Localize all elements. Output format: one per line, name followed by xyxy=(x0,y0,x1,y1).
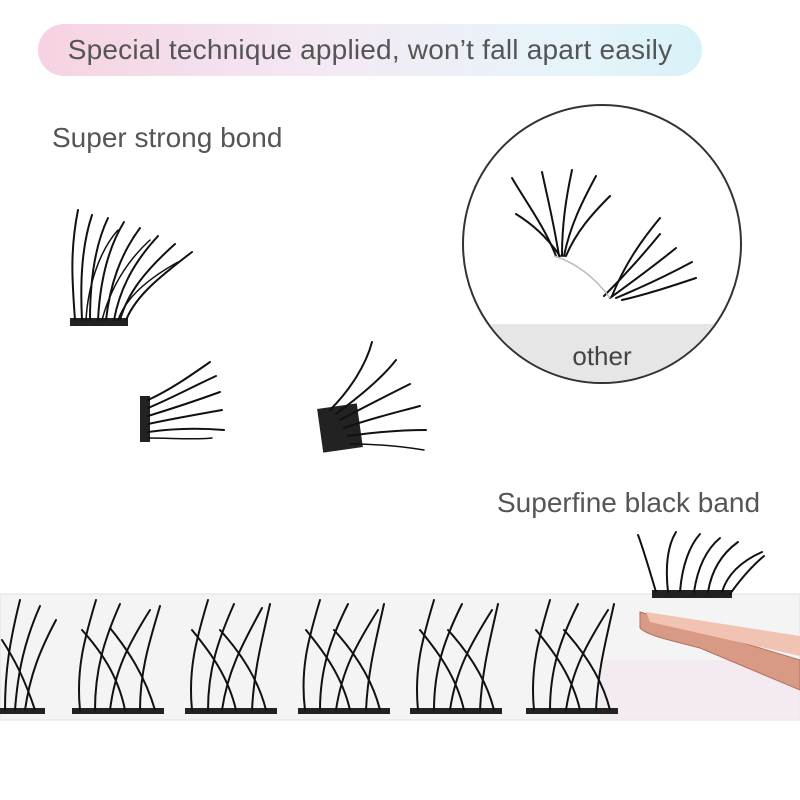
lash-tray-clusters xyxy=(0,599,618,714)
headline-text: Special technique applied, won’t fall ap… xyxy=(67,34,673,65)
headline-banner: Special technique applied, won’t fall ap… xyxy=(38,24,702,76)
lash-cluster-small-left xyxy=(140,361,225,442)
caption-bar xyxy=(464,324,740,382)
tweezers-with-cluster xyxy=(637,531,800,691)
lash-cluster-large xyxy=(70,209,193,326)
comparison-caption: other xyxy=(572,340,632,371)
lash-cluster-small-right xyxy=(317,341,427,453)
lash-tray xyxy=(0,593,800,721)
other-lash-image xyxy=(511,169,697,301)
superfine-black-band-label: Superfine black band xyxy=(497,487,761,518)
comparison-circle: other xyxy=(462,104,742,384)
super-strong-bond-label: Super strong bond xyxy=(52,122,283,153)
